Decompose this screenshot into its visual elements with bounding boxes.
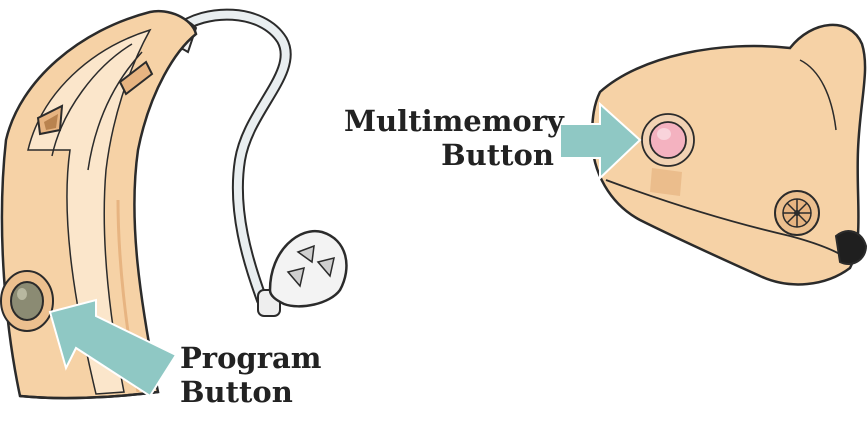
- program-button-label: Program Button: [180, 341, 321, 409]
- multimemory-button: [649, 121, 687, 159]
- in-the-ear-hearing-aid: [590, 23, 867, 286]
- multimemory-label-line2: Button: [441, 138, 554, 172]
- program-arrow-icon: [48, 298, 178, 398]
- program-button: [10, 281, 44, 321]
- ear-tube: [172, 8, 292, 306]
- volume-wheel-icon: [774, 190, 820, 236]
- program-label-line2: Button: [180, 375, 293, 409]
- ear-dome: [257, 229, 348, 317]
- program-label-line1: Program: [180, 341, 322, 375]
- behind-the-ear-hearing-aid: [0, 8, 348, 400]
- ite-shell: [590, 23, 867, 286]
- ite-canal-tip: [834, 230, 867, 265]
- multimemory-button-label: Multimemory Button: [344, 104, 564, 172]
- multimemory-label-line1: Multimemory: [344, 104, 564, 138]
- bte-vent-upper: [118, 60, 154, 96]
- multimemory-arrow-icon: [559, 101, 642, 181]
